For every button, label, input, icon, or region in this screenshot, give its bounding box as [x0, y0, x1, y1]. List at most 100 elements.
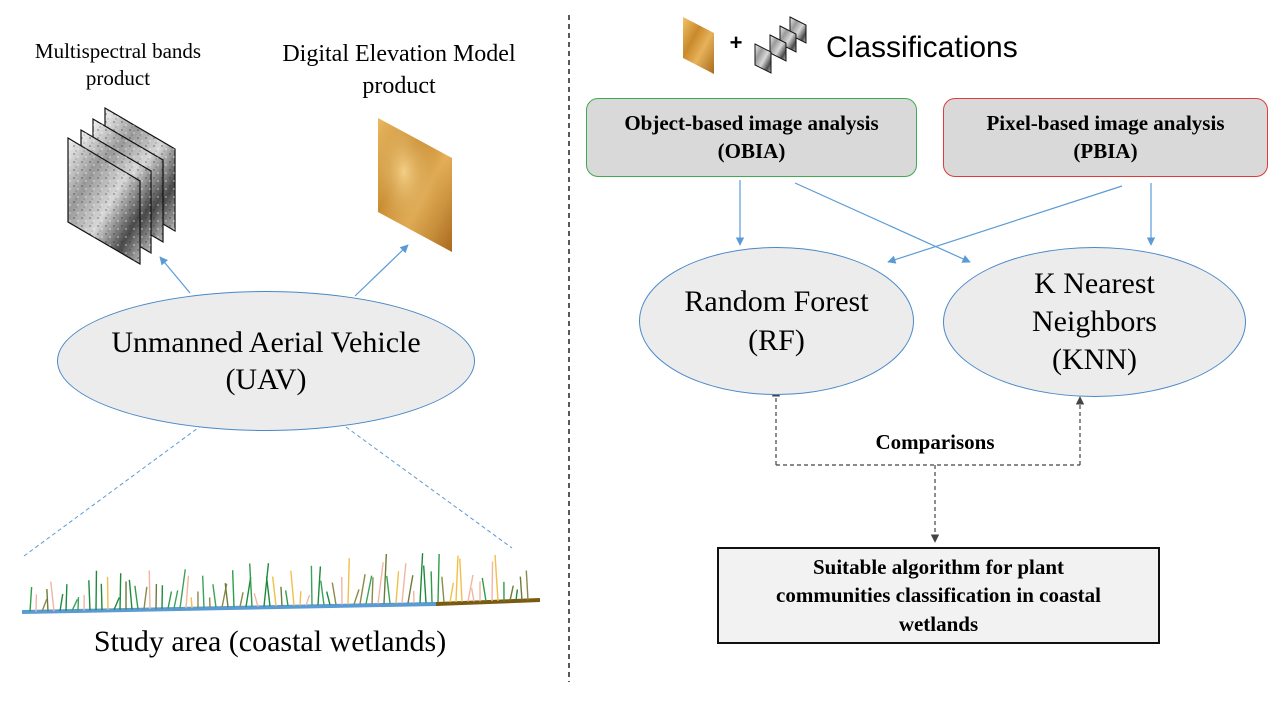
- obia-box: Object-based image analysis (OBIA): [586, 98, 917, 177]
- uav-fov-right: [345, 426, 513, 549]
- grass-blade: [119, 573, 122, 610]
- grass-blade: [128, 579, 133, 610]
- grass-blade: [459, 558, 463, 602]
- legend-plus-sign: +: [729, 30, 743, 55]
- uav-label-line2: (UAV): [225, 363, 307, 396]
- grass-blade: [419, 553, 424, 603]
- obia-label-line2: (OBIA): [717, 138, 786, 163]
- grass-blade: [59, 593, 64, 612]
- grass-blade: [422, 565, 427, 603]
- uav-node: Unmanned Aerial Vehicle (UAV): [57, 291, 475, 431]
- grass-blade: [467, 574, 474, 602]
- grass-blade: [71, 599, 79, 612]
- grass-blade: [455, 555, 459, 602]
- pbia-label-line1: Pixel-based image analysis: [986, 111, 1225, 136]
- multispectral-legend-icon: [754, 16, 807, 74]
- result-label-line2: communities classification in coastal: [776, 583, 1101, 608]
- grass-blade: [290, 570, 295, 606]
- grass-blade: [284, 590, 289, 606]
- grass-blade: [134, 585, 139, 610]
- grass-blade: [100, 583, 103, 611]
- grass-blade: [371, 577, 374, 604]
- grass-blade: [148, 570, 151, 610]
- knn-node: K Nearest Neighbors (KNN): [943, 247, 1246, 397]
- obia-label-line1: Object-based image analysis: [624, 111, 879, 136]
- knn-label-line2: Neighbors: [1032, 304, 1157, 338]
- grass-blade: [201, 575, 205, 608]
- grass-blade: [326, 591, 331, 606]
- rf-node: Random Forest (RF): [639, 247, 914, 395]
- study-area-label: Study area (coastal wetlands): [93, 625, 447, 658]
- arrow-pbia-to-rf: [887, 185, 1123, 264]
- grass-blade: [441, 576, 445, 603]
- grass-blade: [173, 590, 179, 609]
- multispectral-label: Multispectral bands product: [34, 39, 202, 91]
- grass-blade: [271, 576, 277, 607]
- grass-blade: [88, 580, 91, 611]
- arrow-uav-to-multispectral: [159, 256, 191, 294]
- grass-blade: [29, 587, 33, 612]
- grass-blade: [190, 597, 193, 609]
- grass-blade: [113, 597, 120, 611]
- grass-blade: [359, 574, 366, 605]
- multispectral-stack-icon: [67, 106, 176, 266]
- rf-label-line2: (RF): [748, 324, 805, 357]
- arrow-uav-to-dem: [354, 244, 409, 297]
- classifications-title: Classifications: [826, 31, 1018, 64]
- grass-blade: [519, 576, 523, 601]
- grass-blade: [470, 588, 475, 602]
- grass-blade: [231, 570, 235, 608]
- uav-label-line1: Unmanned Aerial Vehicle: [111, 325, 421, 359]
- grass-blade: [509, 585, 514, 601]
- grass-blade: [515, 589, 519, 601]
- grass-blade: [386, 575, 391, 604]
- grass-blade: [377, 562, 384, 604]
- knn-label-line3: (KNN): [1052, 343, 1137, 377]
- vegetation-profile-icon: [21, 553, 541, 614]
- comparisons-label: Comparisons: [875, 430, 995, 454]
- result-box: Suitable algorithm for plant communities…: [717, 547, 1160, 644]
- knn-label-line1: K Nearest: [1034, 266, 1155, 300]
- grass-blade: [212, 584, 217, 608]
- grass-blade: [395, 571, 400, 604]
- grass-blade: [46, 589, 49, 612]
- result-label-line1: Suitable algorithm for plant: [812, 554, 1065, 579]
- grass-blade: [280, 586, 283, 607]
- arrow-obia-to-knn: [794, 182, 971, 263]
- grass-blade: [331, 582, 337, 605]
- grass-blade: [365, 575, 373, 605]
- grass-blade: [407, 575, 414, 604]
- grass-blade: [320, 580, 325, 606]
- rf-label-line1: Random Forest: [684, 285, 869, 318]
- grass-blade: [317, 566, 322, 606]
- comparison-connector: [771, 388, 1085, 543]
- grass-blade: [353, 589, 360, 605]
- grass-blade: [430, 571, 433, 603]
- grass-blade: [253, 593, 259, 607]
- grass-blade: [310, 565, 313, 606]
- grass-blade: [383, 553, 388, 604]
- grass-blade: [449, 582, 455, 603]
- grass-blade: [41, 598, 48, 612]
- grass-blade: [245, 576, 252, 607]
- grass-blade: [248, 563, 253, 607]
- pbia-box: Pixel-based image analysis (PBIA): [943, 98, 1268, 177]
- grass-blade: [299, 591, 302, 606]
- grass-blade: [481, 577, 487, 602]
- grass-blade: [265, 576, 271, 607]
- grass-blade: [65, 584, 68, 612]
- grass-blade: [437, 553, 440, 603]
- grass-blade: [239, 592, 244, 608]
- grass-blade: [347, 558, 350, 605]
- dem-tile-icon: [378, 118, 452, 252]
- grass-blade: [401, 563, 407, 604]
- dem-label: Digital Elevation Model product: [282, 41, 516, 100]
- grass-blade: [525, 570, 529, 601]
- uav-fov-left: [23, 424, 203, 557]
- grass-blade: [224, 583, 229, 608]
- grass-blade: [494, 554, 499, 602]
- grass-blade: [143, 586, 148, 610]
- grass-blade: [263, 563, 270, 607]
